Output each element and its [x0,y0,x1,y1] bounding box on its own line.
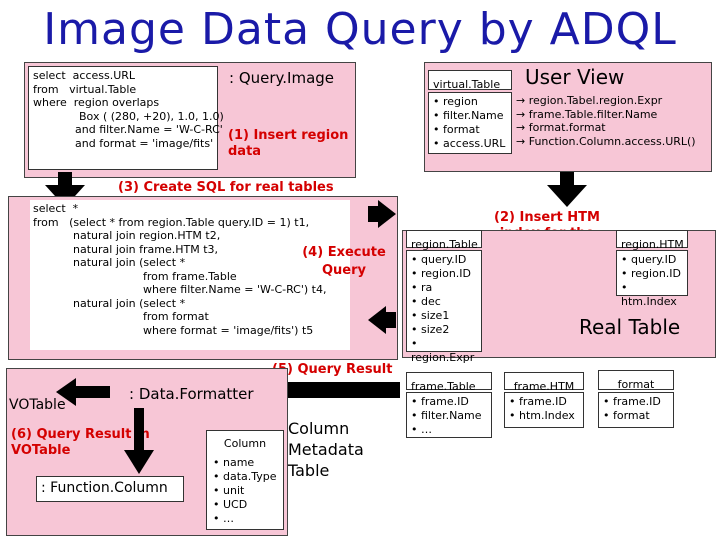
column-metadata-box: Column name data.Type unit UCD … [206,430,284,530]
list-item: UCD [213,498,277,512]
list-item: region [433,95,507,109]
adql-line: Box ( (280, +20), 1.0, 1.0) [79,109,224,123]
list-item: … [411,423,487,437]
real-table-label: Real Table [579,315,681,339]
list-item: format [603,409,669,423]
list-item: filter.Name [411,409,487,423]
format-table-header-label: format [617,378,655,391]
result-arrow-icon [254,378,400,408]
column-header: Column [223,437,267,450]
step6-label: (6) Query Result in VOTable [11,427,150,458]
adql-box: select access.URL from virtual.Table whe… [28,66,224,170]
arrow-stem [58,172,72,186]
list-item: region.ID [411,267,477,281]
list-item: data.Type [213,470,277,484]
region-htm-body: query.ID region.ID htm.Index [616,250,688,308]
function-column-label: : Function.Column [41,480,168,496]
list-item: frame.ID [603,395,669,409]
list-item: filter.Name [433,109,507,123]
sql-line: from frame.Table [143,269,237,283]
step1-label: (1) Insert region data [228,128,349,159]
frame-htm-header-label: frame.HTM [513,380,575,393]
list-item: format [433,123,507,137]
column-metadata-label: Column Metadata Table [288,419,364,480]
list-item: htm.Index [621,281,683,309]
votable-label: VOTable [9,397,66,413]
region-table-header: region.Table [406,230,482,251]
execute-arrows-icon [368,200,396,334]
region-htm-header: region.HTM [616,230,688,251]
function-column-arrow-icon [124,408,154,474]
region-htm-header-label: region.HTM [621,238,684,251]
arrow-stem [560,172,574,186]
user-view-label: User View [525,65,625,89]
sql-line: natural join frame.HTM t3, [73,242,219,256]
list-item: region.ID [621,267,683,281]
region-table-body: query.ID region.ID ra dec size1 size2 re… [406,250,482,364]
list-item: size1 [411,309,477,323]
list-item: query.ID [621,253,683,267]
frame-table-header: frame.Table [406,372,492,393]
virtual-table-header-label: virtual.Table [433,78,501,91]
region-table-header-label: region.Table [411,238,478,251]
step4-label: (4) Execute Query [302,245,386,278]
votable-arrow-icon [56,378,110,406]
list-item: frame.ID [411,395,487,409]
sql-line: from format [143,310,209,323]
list-item: size2 [411,323,477,337]
adql-line: and format = 'image/fits' [75,136,214,150]
list-item: query.ID [411,253,477,267]
adql-line: where region overlaps [33,96,160,109]
mapping-box: → region.Tabel.region.Expr → frame.Table… [512,92,710,154]
mapping-item: → frame.Table.filter.Name [516,107,658,121]
frame-table-header-label: frame.Table [411,380,476,393]
sql-line: select * [33,202,79,215]
adql-line: from virtual.Table [33,82,137,96]
virtual-table-header: virtual.Table [428,70,512,91]
sql-line: natural join (select * [73,296,186,310]
format-table-header: format [598,370,674,391]
sql-box: select * from (select * from region.Tabl… [30,200,350,350]
list-item: unit [213,484,277,498]
list-item: name [213,456,277,470]
data-formatter-label: : Data.Formatter [129,385,254,403]
sql-line: natural join (select * [73,256,186,269]
arrow-down-icon [547,185,587,207]
mapping-item: → region.Tabel.region.Expr [516,94,663,107]
page-title: Image Data Query by ADQL [43,4,677,55]
virtual-table-body: region filter.Name format access.URL [428,92,512,154]
list-item: region.Expr [411,337,477,365]
sql-line: where filter.Name = 'W-C-RC') t4, [143,283,327,296]
list-item: dec [411,295,477,309]
adql-line: select access.URL [33,69,136,82]
frame-htm-body: frame.ID htm.Index [504,392,584,428]
sql-line: where format = 'image/fits') t5 [143,323,314,337]
format-table-body: frame.ID format [598,392,674,428]
step5-label: (5) Query Result [272,362,393,377]
list-item: htm.Index [509,409,579,423]
list-item: access.URL [433,137,507,151]
step3-label: (3) Create SQL for real tables [118,180,334,195]
sql-line: natural join region.HTM t2, [73,229,221,242]
sql-line: from (select * from region.Table query.I… [33,215,310,229]
frame-htm-header: frame.HTM [504,372,584,393]
function-column-box: : Function.Column [36,476,184,502]
mapping-item: → format.format [516,121,606,134]
list-item: frame.ID [509,395,579,409]
frame-table-body: frame.ID filter.Name … [406,392,492,438]
list-item: … [213,512,277,526]
mapping-item: → Function.Column.access.URL() [516,134,696,148]
list-item: ra [411,281,477,295]
query-image-label: : Query.Image [229,69,335,87]
adql-line: and filter.Name = 'W-C-RC' [75,123,223,136]
